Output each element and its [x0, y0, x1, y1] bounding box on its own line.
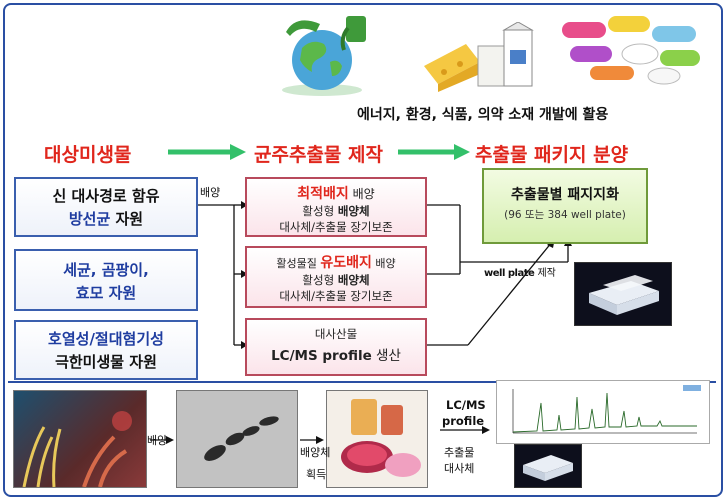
application-caption: 에너지, 환경, 식품, 의약 소재 개발에 활용 — [357, 107, 609, 123]
globe-fuel-icon — [268, 10, 376, 100]
source-1-rest: 자원 — [110, 210, 144, 228]
optimal-line2-strong: 배양체 — [337, 204, 370, 218]
optimal-medium-rest: 배양 — [348, 187, 375, 201]
bottom-arrows — [150, 429, 484, 441]
source-2-line2: 효모 자원 — [75, 284, 137, 302]
source-3-line1: 호열성/절대혐기성 — [48, 330, 164, 348]
source-3-line2: 극한미생물 자원 — [55, 353, 157, 371]
induced-rest: 배양 — [371, 257, 396, 270]
box-optimal-medium: 최적배지 배양 활성형 배양체 대사체/추출물 장기보존 — [245, 177, 427, 237]
optimal-line2-pre: 활성형 — [302, 204, 338, 218]
packaging-title: 추출물별 패지지화 — [511, 187, 619, 203]
sample-plate-photo — [514, 444, 582, 488]
bottom-metabolite-label: 대사체 — [444, 462, 475, 475]
stage-package-distribution: 추출물 패키지 분양 — [475, 144, 629, 166]
culture-flasks-photo — [326, 390, 428, 488]
source-1-highlight: 방선균 — [68, 210, 111, 228]
packaging-subtitle: (96 또는 384 well plate) — [504, 209, 626, 221]
wellplate-photo — [574, 262, 672, 326]
wellplate-label-a: well plate — [484, 268, 535, 279]
source-bacteria-fungi: 세균, 곰팡이, 효모 자원 — [14, 249, 198, 311]
acquire-label: 획득 — [306, 468, 327, 481]
bottom-culture-label: 배양 — [147, 434, 168, 447]
optimal-line3: 대사체/추출물 장기보존 — [279, 220, 393, 234]
source-1-line1: 신 대사경로 함유 — [52, 187, 160, 205]
food-icon — [420, 21, 540, 92]
stage-arrow-1-head — [230, 144, 246, 160]
lcms-line2-rest: 생산 — [371, 348, 401, 364]
chromatogram-thumbnail — [496, 380, 710, 444]
box-lcms-profile: 대사산물 LC/MS profile 생산 — [245, 318, 427, 376]
box-packaging: 추출물별 패지지화 (96 또는 384 well plate) — [482, 168, 648, 244]
bottom-profile-label: profile — [442, 414, 485, 428]
source-2-line1: 세균, 곰팡이, — [63, 261, 149, 279]
stage-target-microbes: 대상미생물 — [44, 144, 132, 166]
induced-line3: 대사체/추출물 장기보존 — [279, 289, 393, 303]
induced-line2-pre: 활성형 — [302, 273, 338, 287]
source-extremophiles: 호열성/절대혐기성 극한미생물 자원 — [14, 320, 198, 380]
lcms-line1: 대사산물 — [314, 327, 358, 341]
wellplate-label-b: 제작 — [534, 268, 556, 279]
microscope-photo — [176, 390, 298, 488]
stage-extract-production: 균주추출물 제작 — [254, 144, 383, 166]
optimal-medium-strong: 최적배지 — [297, 186, 349, 202]
source-actinomycetes: 신 대사경로 함유 방선균 자원 — [14, 177, 198, 237]
coral-photo — [13, 390, 147, 488]
culture-body-label: 배양체 — [300, 446, 331, 459]
section-divider — [8, 381, 716, 383]
wellplate-label: well plate 제작 — [484, 264, 556, 279]
box-induction-medium: 활성물질 유도배지 배양 활성형 배양체 대사체/추출물 장기보존 — [245, 246, 427, 308]
culture-label: 배양 — [200, 186, 221, 199]
induced-pre: 활성물질 — [276, 257, 321, 270]
stage-arrow-2-head — [454, 144, 470, 160]
induced-line2-strong: 배양체 — [337, 273, 370, 287]
lcms-line2-strong: LC/MS profile — [271, 348, 372, 364]
bottom-extract-label: 추출물 — [444, 446, 475, 459]
induced-strong: 유도배지 — [320, 255, 372, 271]
connector-lines — [196, 204, 569, 346]
bottom-lcms-label: LC/MS — [446, 398, 486, 412]
pills-icon — [556, 12, 706, 88]
